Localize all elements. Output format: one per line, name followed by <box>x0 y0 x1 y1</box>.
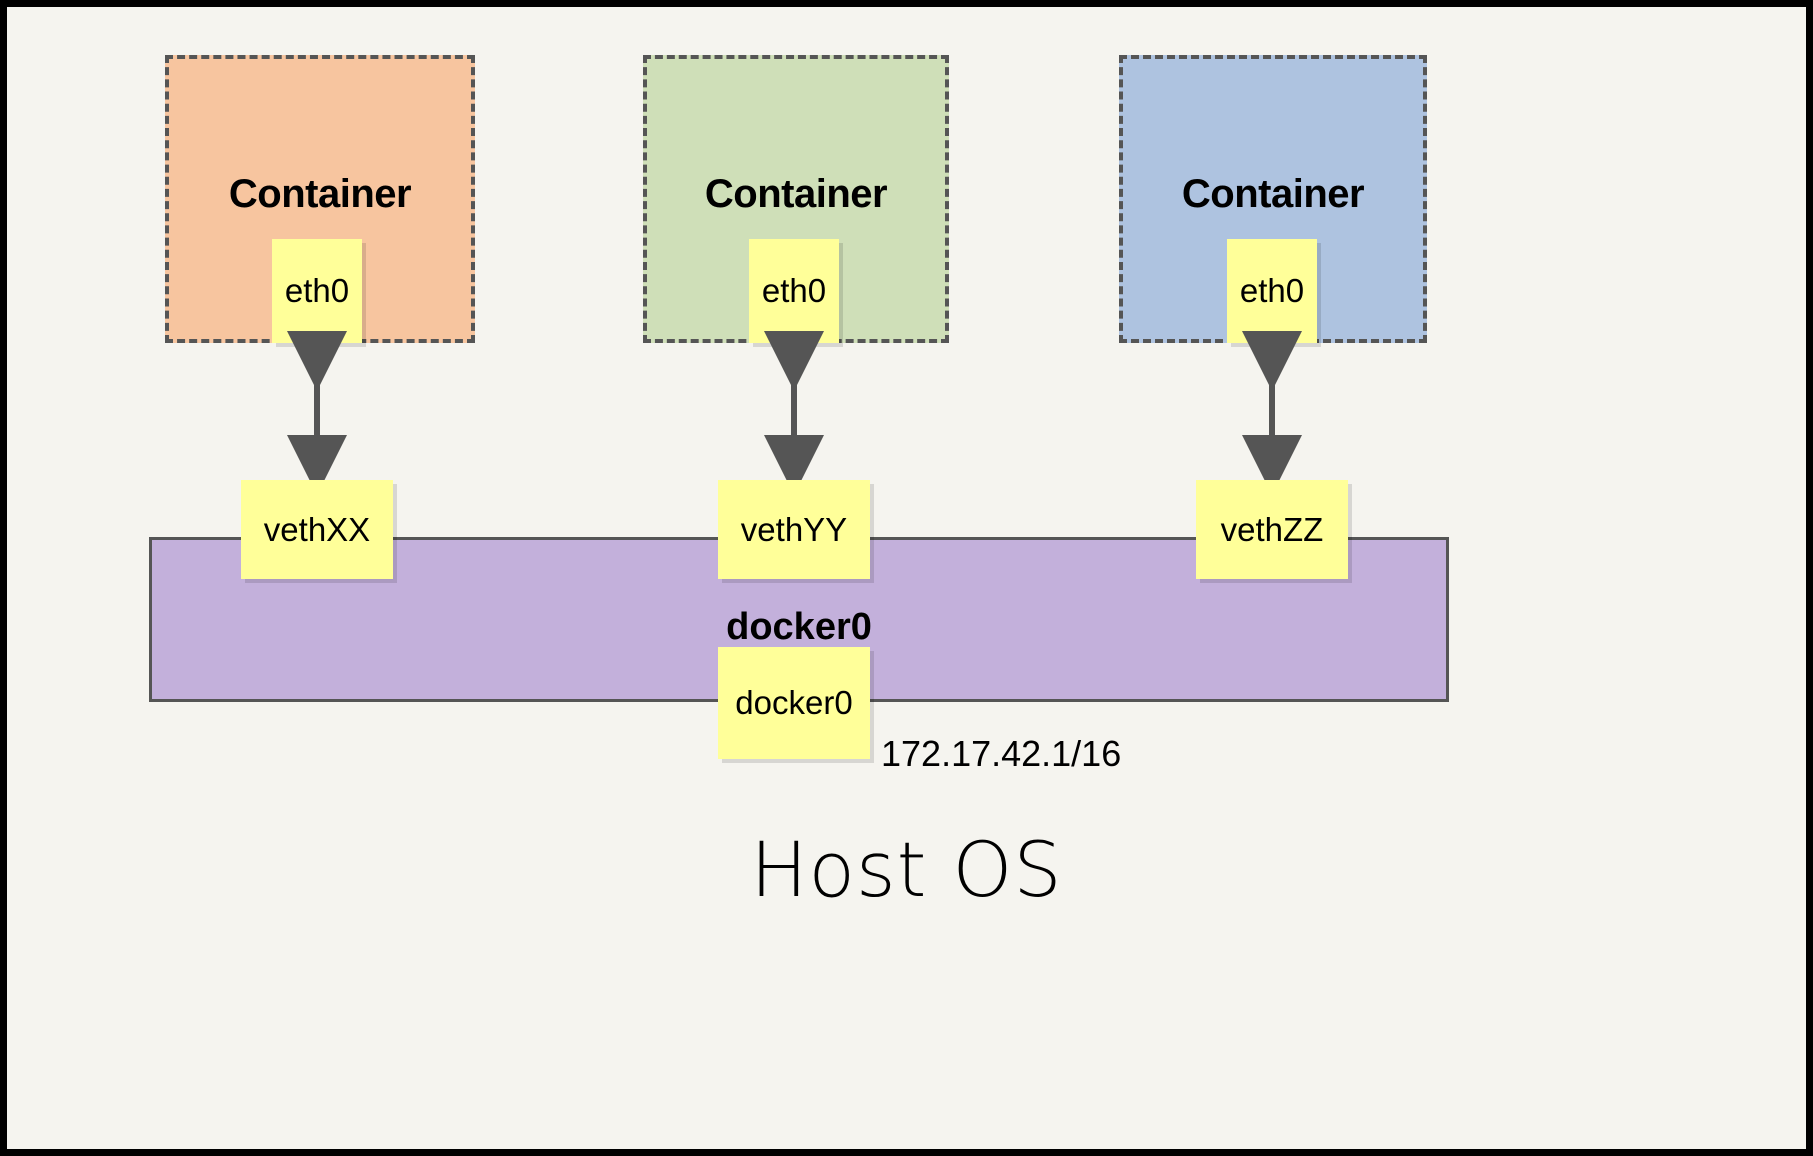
container-eth0-note-1: eth0 <box>272 239 362 343</box>
docker0-bridge-label: docker0 <box>726 606 872 648</box>
veth-label-3: vethZZ <box>1220 510 1324 548</box>
connection-arrow-3 <box>1242 331 1302 495</box>
veth-note-2: vethYY <box>718 480 870 579</box>
container-eth0-note-3: eth0 <box>1227 239 1317 343</box>
container-title-1: Container <box>228 172 412 216</box>
docker0-interface-note: docker0 <box>718 647 870 759</box>
host-os-label: Host OS <box>750 825 1063 914</box>
docker0-ip-address: 172.17.42.1/16 <box>881 733 1122 774</box>
container-eth0-note-2: eth0 <box>749 239 839 343</box>
veth-label-1: vethXX <box>263 510 371 548</box>
container-eth0-label-3: eth0 <box>1239 272 1305 309</box>
container-title-2: Container <box>704 172 888 216</box>
veth-label-2: vethYY <box>740 510 848 548</box>
veth-note-1: vethXX <box>241 480 393 579</box>
connection-arrow-1 <box>287 331 347 495</box>
veth-note-3: vethZZ <box>1196 480 1348 579</box>
connection-arrow-2 <box>764 331 824 495</box>
container-eth0-label-1: eth0 <box>284 272 350 309</box>
container-title-3: Container <box>1181 172 1365 216</box>
docker0-interface-label: docker0 <box>735 684 853 721</box>
container-eth0-label-2: eth0 <box>761 272 827 309</box>
